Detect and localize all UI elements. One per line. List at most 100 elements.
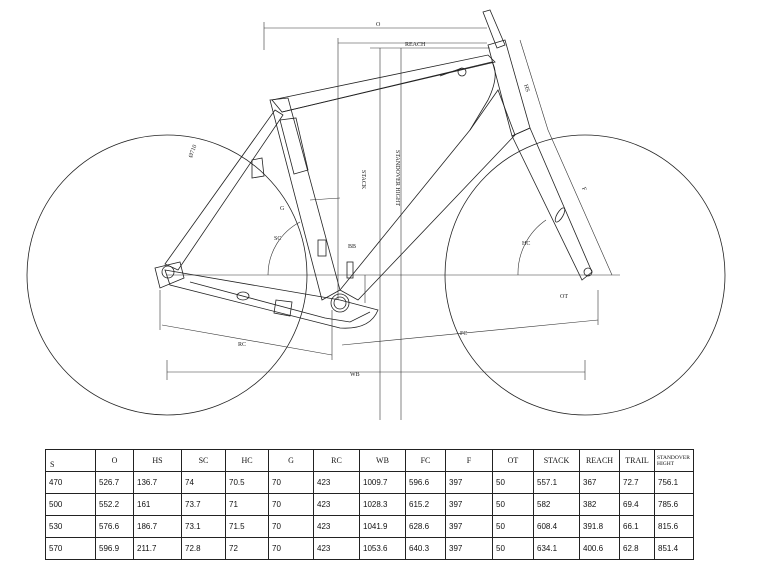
value-cell: 70 <box>268 493 314 516</box>
value-cell: 815.6 <box>654 515 694 538</box>
header-size: S <box>45 449 96 472</box>
value-cell: 50 <box>492 493 534 516</box>
value-cell: 634.1 <box>533 537 580 560</box>
size-cell: 530 <box>45 515 96 538</box>
bike-geometry-drawing: O REACH STACK STANDOVER HIGHT Ø710 HS F … <box>26 9 726 420</box>
value-cell: 596.9 <box>95 537 134 560</box>
value-cell: 851.4 <box>654 537 694 560</box>
dim-label-standover: STANDOVER HIGHT <box>394 150 400 206</box>
value-cell: 397 <box>445 515 493 538</box>
value-cell: 72 <box>225 537 269 560</box>
dim-label-stack: STACK <box>360 170 366 190</box>
header-cell: HC <box>225 449 269 472</box>
front-dropout <box>583 267 593 277</box>
dim-label-wheel: Ø710 <box>188 144 198 159</box>
value-cell: 382 <box>579 493 620 516</box>
value-cell: 50 <box>492 471 534 494</box>
value-cell: 50 <box>492 537 534 560</box>
fork <box>511 127 593 281</box>
size-cell: 470 <box>45 471 96 494</box>
value-cell: 596.6 <box>405 471 446 494</box>
header-cell: F <box>445 449 493 472</box>
value-cell: 72.8 <box>181 537 226 560</box>
header-cell: TRAIL <box>619 449 655 472</box>
value-cell: 66.1 <box>619 515 655 538</box>
dim-label-g: G <box>280 206 285 212</box>
value-cell: 1053.6 <box>359 537 406 560</box>
header-cell: STANDOVER HIGHT <box>654 449 694 472</box>
chain-stay <box>164 269 379 329</box>
value-cell: 423 <box>313 515 360 538</box>
value-cell: 397 <box>445 471 493 494</box>
value-cell: 73.7 <box>181 493 226 516</box>
value-cell: 640.3 <box>405 537 446 560</box>
value-cell: 50 <box>492 515 534 538</box>
dim-label-reach: REACH <box>405 42 426 48</box>
value-cell: 608.4 <box>533 515 580 538</box>
header-cell: STACK <box>533 449 580 472</box>
dim-label-fc: FC <box>460 331 467 337</box>
bottom-bracket <box>330 293 350 313</box>
value-cell: 161 <box>133 493 182 516</box>
header-cell: OT <box>492 449 534 472</box>
value-cell: 615.2 <box>405 493 446 516</box>
geometry-table: S O HS SC HC G RC WB FC F OT STACK REACH… <box>45 449 694 560</box>
value-cell: 397 <box>445 493 493 516</box>
table-header-row: S O HS SC HC G RC WB FC F OT STACK REACH… <box>45 449 694 472</box>
header-cell: HS <box>133 449 182 472</box>
dim-label-wb: WB <box>350 372 360 378</box>
value-cell: 367 <box>579 471 620 494</box>
value-cell: 576.6 <box>95 515 134 538</box>
value-cell: 785.6 <box>654 493 694 516</box>
dim-label-rc: RC <box>238 342 246 348</box>
dim-label-f: F <box>580 187 587 193</box>
value-cell: 186.7 <box>133 515 182 538</box>
value-cell: 423 <box>313 537 360 560</box>
value-cell: 136.7 <box>133 471 182 494</box>
value-cell: 400.6 <box>579 537 620 560</box>
dim-label-o: O <box>376 22 381 28</box>
value-cell: 391.8 <box>579 515 620 538</box>
size-cell: 570 <box>45 537 96 560</box>
header-cell: REACH <box>579 449 620 472</box>
value-cell: 397 <box>445 537 493 560</box>
value-cell: 582 <box>533 493 580 516</box>
top-tube <box>271 54 496 113</box>
value-cell: 552.2 <box>95 493 134 516</box>
rear-dropout <box>161 265 175 279</box>
header-cell: FC <box>405 449 446 472</box>
value-cell: 526.7 <box>95 471 134 494</box>
value-cell: 73.1 <box>181 515 226 538</box>
value-cell: 70 <box>268 515 314 538</box>
dim-label-ot: OT <box>560 294 568 300</box>
value-cell: 1041.9 <box>359 515 406 538</box>
seat-tube <box>269 97 341 301</box>
value-cell: 74 <box>181 471 226 494</box>
dim-label-sc: SC <box>274 236 281 242</box>
value-cell: 69.4 <box>619 493 655 516</box>
value-cell: 1028.3 <box>359 493 406 516</box>
value-cell: 628.6 <box>405 515 446 538</box>
value-cell: 70 <box>268 537 314 560</box>
dim-label-bb: BB <box>348 244 356 250</box>
header-cell: G <box>268 449 314 472</box>
down-tube <box>339 89 516 301</box>
value-cell: 557.1 <box>533 471 580 494</box>
value-cell: 756.1 <box>654 471 694 494</box>
header-cell: O <box>95 449 134 472</box>
header-cell: RC <box>313 449 360 472</box>
value-cell: 423 <box>313 493 360 516</box>
header-cell: WB <box>359 449 406 472</box>
value-cell: 62.8 <box>619 537 655 560</box>
header-cell: SC <box>181 449 226 472</box>
value-cell: 423 <box>313 471 360 494</box>
dim-label-hc: HC <box>522 241 530 247</box>
value-cell: 70.5 <box>225 471 269 494</box>
value-cell: 72.7 <box>619 471 655 494</box>
value-cell: 71.5 <box>225 515 269 538</box>
size-cell: 500 <box>45 493 96 516</box>
